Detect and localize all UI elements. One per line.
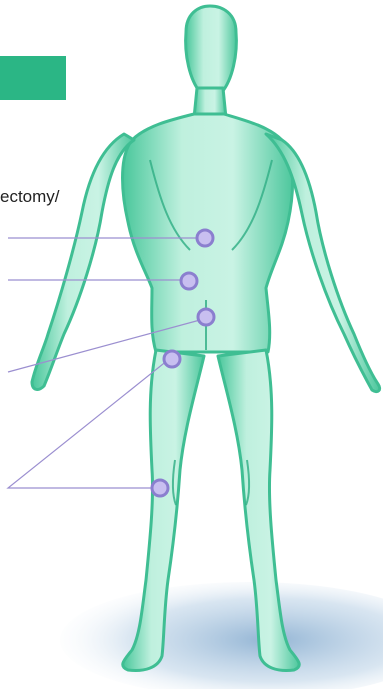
marker-upper-abdomen: [197, 230, 213, 246]
marker-mid-abdomen: [181, 273, 197, 289]
head: [186, 6, 237, 92]
floor-shadow: [60, 582, 383, 689]
marker-upper-thigh: [164, 351, 180, 367]
marker-knee: [152, 480, 168, 496]
marker-lower-abdomen: [198, 309, 214, 325]
